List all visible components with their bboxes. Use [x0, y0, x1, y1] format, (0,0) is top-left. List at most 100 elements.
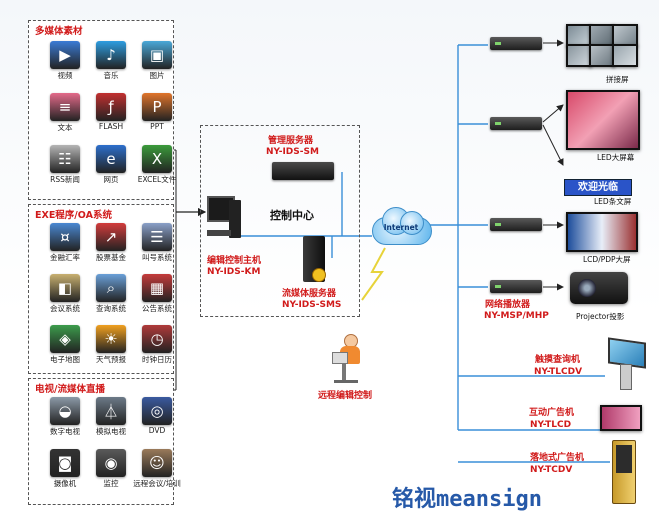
- source-tile: ♪ 音乐: [83, 39, 139, 83]
- queue-icon: ☰: [142, 223, 172, 251]
- source-tile: ¤ 金融汇率: [37, 221, 93, 265]
- source-tile-label: DVD: [148, 426, 166, 435]
- source-tile: ⏃ 模拟电视: [83, 395, 139, 439]
- remote-edit-label: 远程编辑控制: [318, 391, 373, 401]
- source-tile: ☺ 远程会议/培训: [129, 447, 185, 491]
- source-tile: ☷RSS新闻: [37, 143, 93, 187]
- source-tile-label: 公告系统: [142, 304, 172, 313]
- source-tile: ▶视频: [37, 39, 93, 83]
- source-tile-label: EXCEL文件: [137, 175, 177, 184]
- source-tile-label: 摄像机: [53, 479, 77, 488]
- exe-panel-title: EXE程序/OA系统: [35, 210, 112, 221]
- notice-icon: ▦: [142, 274, 172, 302]
- source-tile: ☀ 天气预报: [83, 323, 139, 367]
- interactive-ad-name: 互动广告机: [529, 408, 575, 418]
- ie-browser-icon: e: [96, 145, 126, 173]
- music-icon: ♪: [96, 41, 126, 69]
- interactive-ad-model: NY-TLCD: [530, 420, 572, 430]
- source-tile: ◒ 数字电视: [37, 395, 93, 439]
- source-tile-label: 模拟电视: [96, 427, 126, 436]
- mgmt-server-name: 管理服务器: [268, 136, 314, 146]
- source-tile: ◈ 电子地图: [37, 323, 93, 367]
- player-device-1: [490, 37, 542, 50]
- source-tile: ◉监控: [83, 447, 139, 491]
- lcd-screen: [566, 212, 638, 252]
- picture-icon: ▣: [142, 41, 172, 69]
- source-tile-label: 图片: [149, 71, 165, 80]
- touch-kiosk-name: 触摸查询机: [535, 355, 581, 365]
- camcorder-icon: ◙: [50, 449, 80, 477]
- source-tile-label: 查询系统: [96, 304, 126, 313]
- ppt-icon: P: [142, 93, 172, 121]
- source-tile-label: PPT: [150, 122, 164, 131]
- meeting-icon: ◧: [50, 274, 80, 302]
- source-tile: ◙ 摄像机: [37, 447, 93, 491]
- source-tile: ⌕查询系统: [83, 272, 139, 316]
- weather-icon: ☀: [96, 325, 126, 353]
- source-tile: ◷ 时钟日历: [129, 323, 185, 367]
- workstation-icon: [207, 196, 241, 240]
- tv-panel: 电视/流媒体直播 ◒ 数字电视 ⏃ 模拟电视 ◎DVD ◙ 摄像机 ◉监控☺ 远程会议/培训: [28, 378, 181, 505]
- led-big-label: LED大屏幕: [597, 153, 635, 162]
- led-strip-text: 欢迎光临: [578, 182, 618, 193]
- source-tile-label: 音乐: [103, 71, 119, 80]
- source-tile-label: RSS新闻: [50, 175, 80, 184]
- source-tile-label: 数字电视: [50, 427, 80, 436]
- led-big-screen: [566, 90, 640, 150]
- source-tile-label: 天气预报: [96, 355, 126, 364]
- mgmt-server-icon: [272, 162, 334, 180]
- floor-ad-icon: [612, 440, 636, 504]
- media-disc-icon: [312, 268, 326, 282]
- source-tile: ▣ 图片: [129, 39, 185, 83]
- source-tile: ☰ 叫号系统: [129, 221, 185, 265]
- floor-ad-model: NY-TCDV: [530, 465, 573, 475]
- lcd-label: LCD/PDP大屏: [583, 255, 631, 264]
- source-tile-label: 网页: [103, 175, 119, 184]
- source-tile-label: 视频: [57, 71, 73, 80]
- source-tile-label: 时钟日历: [142, 355, 172, 364]
- source-tile: ◧会议系统: [37, 272, 93, 316]
- source-tile-label: 股票基金: [96, 253, 126, 262]
- clock-icon: ◷: [142, 325, 172, 353]
- conference-icon: ☺: [142, 449, 172, 477]
- satellite-icon: ◒: [50, 397, 80, 425]
- map-icon: ◈: [50, 325, 80, 353]
- text-doc-icon: ≡: [50, 93, 80, 121]
- source-tile: e 网页: [83, 143, 139, 187]
- antenna-tower-icon: ⏃: [96, 397, 126, 425]
- player-device-4: [490, 280, 542, 293]
- stream-server-model: NY-IDS-SMS: [282, 300, 342, 310]
- brand-watermark: 铭视meansign: [392, 487, 542, 512]
- source-tile: ▦ 公告系统: [129, 272, 185, 316]
- player-device-2: [490, 117, 542, 130]
- source-tile-label: 远程会议/培训: [133, 479, 181, 488]
- exchange-icon: ¤: [50, 223, 80, 251]
- projector-icon: [570, 272, 628, 304]
- source-tile: ↗股票基金: [83, 221, 139, 265]
- floor-ad-name: 落地式广告机: [530, 453, 585, 463]
- player-device-3: [490, 218, 542, 231]
- dvd-icon: ◎: [142, 397, 172, 425]
- tv-panel-title: 电视/流媒体直播: [35, 384, 105, 395]
- control-center-label: 控制中心: [270, 209, 314, 222]
- source-tile-label: 金融汇率: [50, 253, 80, 262]
- source-tile-label: 电子地图: [50, 355, 80, 364]
- edit-host-name: 编辑控制主机: [207, 256, 262, 266]
- source-tile-label: 监控: [103, 479, 119, 488]
- interactive-ad-screen: [600, 405, 642, 431]
- edit-host-model: NY-IDS-KM: [207, 267, 261, 277]
- remote-operator-icon: [330, 334, 370, 386]
- internet-cloud-icon: Internet: [366, 205, 436, 247]
- touch-kiosk-model: NY-TLCDV: [534, 367, 583, 377]
- net-player-model: NY-MSP/MHP: [484, 311, 549, 321]
- net-player-name: 网络播放器: [485, 300, 531, 310]
- stream-server-name: 流媒体服务器: [282, 289, 337, 299]
- source-tile-label: 叫号系统: [142, 253, 172, 262]
- mgmt-server-model: NY-IDS-SM: [266, 147, 319, 157]
- source-tile: ≡文本: [37, 91, 93, 135]
